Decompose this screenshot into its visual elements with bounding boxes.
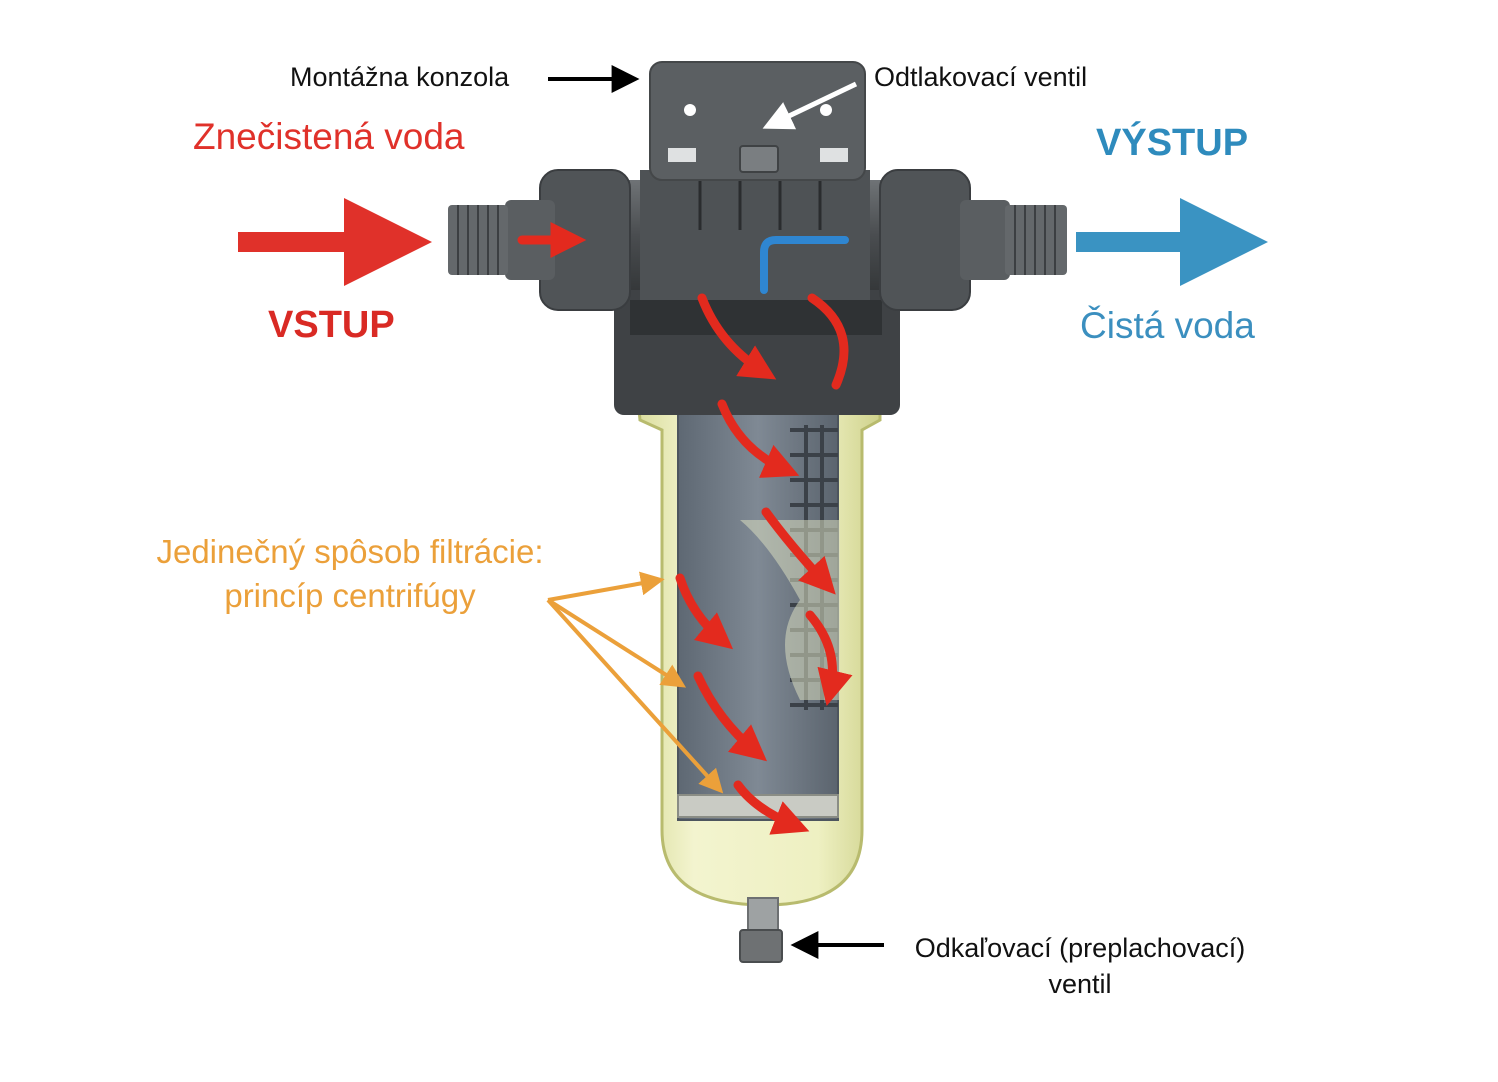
filtration-principle-label: Jedinečný spôsob filtrácie: princíp cent…	[112, 530, 588, 618]
filtration-line-1: Jedinečný spôsob filtrácie:	[156, 533, 544, 570]
filter-head	[448, 169, 1067, 415]
relief-valve-label: Odtlakovací ventil	[874, 62, 1088, 92]
flow-arrows	[517, 222, 853, 835]
clean-water-flow	[760, 236, 849, 294]
inlet-arrow	[238, 198, 432, 286]
inlet-label: VSTUP	[268, 304, 395, 346]
flush-valve-line-2: ventil	[1048, 969, 1112, 999]
outlet-label: VÝSTUP	[1096, 122, 1249, 164]
mounting-bracket	[649, 61, 866, 181]
mounting-bracket-label: Montážna konzola	[290, 62, 510, 92]
flush-valve-label: Odkaľovací (preplachovací) ventil	[900, 930, 1260, 1002]
flush-valve	[739, 897, 783, 963]
relief-valve-pointer-arrow	[762, 81, 858, 130]
centrifuge-pointer-arrows	[546, 571, 724, 794]
flush-valve-line-1: Odkaľovací (preplachovací)	[914, 933, 1246, 963]
outlet-arrow	[1076, 198, 1268, 286]
dirty-water-label: Znečistená voda	[193, 116, 465, 157]
filtration-line-2: princíp centrifúgy	[224, 577, 476, 614]
clean-water-label: Čistá voda	[1080, 305, 1255, 346]
